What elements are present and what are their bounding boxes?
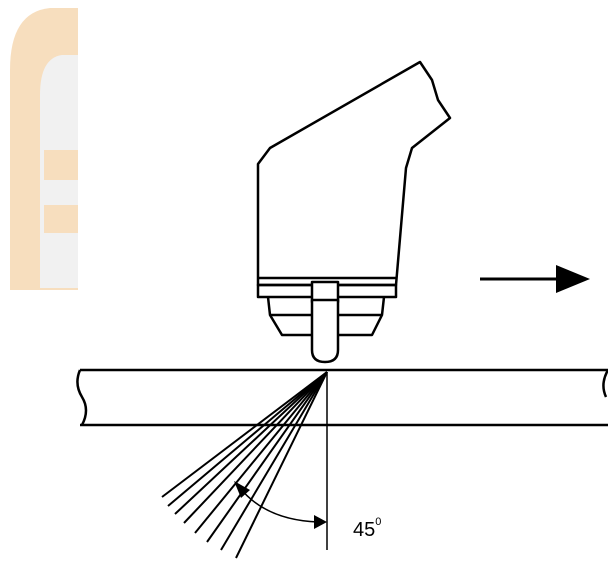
welding-torch [256,60,452,364]
arrow-right-icon [480,265,590,293]
watermark-logo [10,8,78,290]
angle-label: 450 [353,516,382,542]
angle-arc [234,481,327,529]
angle-value: 45 [353,519,376,541]
workpiece-plate [76,368,608,427]
angle-degree-mark: 0 [375,516,382,529]
spray-fan [161,371,328,559]
